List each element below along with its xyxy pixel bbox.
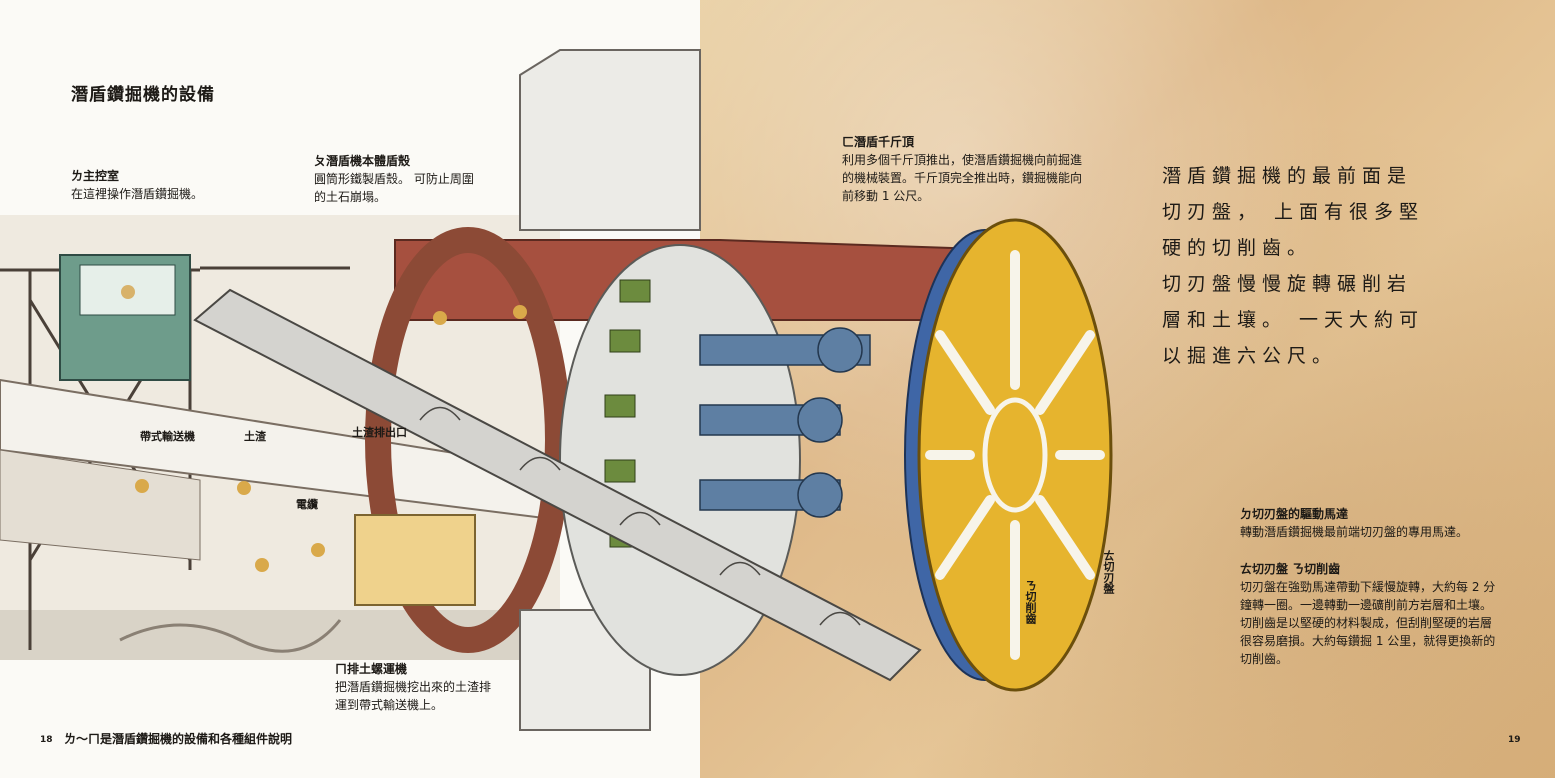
conveyor-base — [0, 449, 201, 561]
workers — [135, 305, 527, 572]
label-shield-shell: ㄆ潛盾機本體盾殼 圓筒形鐵製盾殼。 可防止周圍 的土石崩塌。 — [314, 152, 474, 206]
label-body: 轉動潛盾鑽掘機最前端切刃盤的專用馬達。 — [1240, 525, 1469, 539]
page-number-left: 18 — [40, 735, 53, 745]
diagram-label-cutter-disc: ㄊ切刃盤 — [1102, 550, 1115, 594]
label-body: 把潛盾鑽掘機挖出來的土渣排 運到帶式輸送機上。 — [335, 680, 492, 712]
label-body: 在這裡操作潛盾鑽掘機。 — [71, 187, 204, 201]
label-cutter: ㄊ切刃盤 ㄋ切削齒 切刃盤在強勁馬達帶動下緩慢旋轉，大約每 2 分 鐘轉一圈。一… — [1240, 560, 1495, 668]
rear-ring — [365, 227, 571, 653]
drive-motors — [699, 327, 871, 518]
cable — [119, 619, 342, 653]
label-heading: ㄈ潛盾千斤頂 — [842, 135, 915, 149]
label-heading: ㄊ切刃盤 ㄋ切削齒 — [1240, 562, 1341, 576]
diagram-label-outlet: 土渣排出口 — [352, 426, 407, 439]
page-title: 潛盾鑽掘機的設備 — [71, 85, 215, 105]
cutter-slots — [925, 250, 1105, 660]
diagram-label-conveyor: 帶式輸送機 — [140, 430, 195, 443]
label-heading: ㄉ切刃盤的驅動馬達 — [1240, 507, 1349, 521]
concrete-block-top — [519, 49, 701, 231]
label-control-room: ㄌ主控室 在這裡操作潛盾鑽掘機。 — [71, 167, 203, 203]
page-number-right: 19 — [1508, 735, 1521, 745]
footer-caption: ㄌ～ㄇ是潛盾鑽掘機的設備和各種組件說明 — [64, 732, 293, 746]
screw-conveyor — [193, 288, 922, 682]
cutter-hub — [982, 397, 1048, 513]
diagram-label-soil: 土渣 — [244, 430, 266, 443]
diagram-label-cutter-teeth: ㄋ切削齒 — [1024, 580, 1037, 624]
label-body: 利用多個千斤頂推出，使潛盾鑽掘機向前掘進 的機械裝置。千斤頂完全推出時，鑽掘機能… — [842, 153, 1083, 203]
label-body: 切刃盤在強勁馬達帶動下緩慢旋轉，大約每 2 分 鐘轉一圈。一邊轉動一邊礦削前方岩… — [1240, 580, 1496, 666]
label-screw-conveyor: ㄇ排土螺運機 把潛盾鑽掘機挖出來的土渣排 運到帶式輸送機上。 — [335, 660, 491, 714]
diagram-label-cable: 電纜 — [296, 498, 318, 511]
label-heading: ㄆ潛盾機本體盾殼 — [314, 154, 411, 168]
label-heading: ㄌ主控室 — [71, 169, 120, 183]
label-drive-motor: ㄉ切刃盤的驅動馬達 轉動潛盾鑽掘機最前端切刃盤的專用馬達。 — [1240, 505, 1468, 541]
main-text: 潛盾鑽掘機的最前面是 切刃盤， 上面有很多堅 硬的切削齒。 切刃盤慢慢旋轉碾削岩… — [1162, 165, 1425, 367]
cutter-disc — [917, 218, 1113, 692]
crate — [354, 514, 476, 606]
label-body: 圓筒形鐵製盾殼。 可防止周圍 的土石崩塌。 — [314, 172, 474, 204]
worker-figure — [121, 285, 135, 299]
label-shield-jack: ㄈ潛盾千斤頂 利用多個千斤頂推出，使潛盾鑽掘機向前掘進 的機械裝置。千斤頂完全推… — [842, 133, 1082, 205]
screw-blades — [419, 406, 861, 626]
label-heading: ㄇ排土螺運機 — [335, 662, 408, 676]
